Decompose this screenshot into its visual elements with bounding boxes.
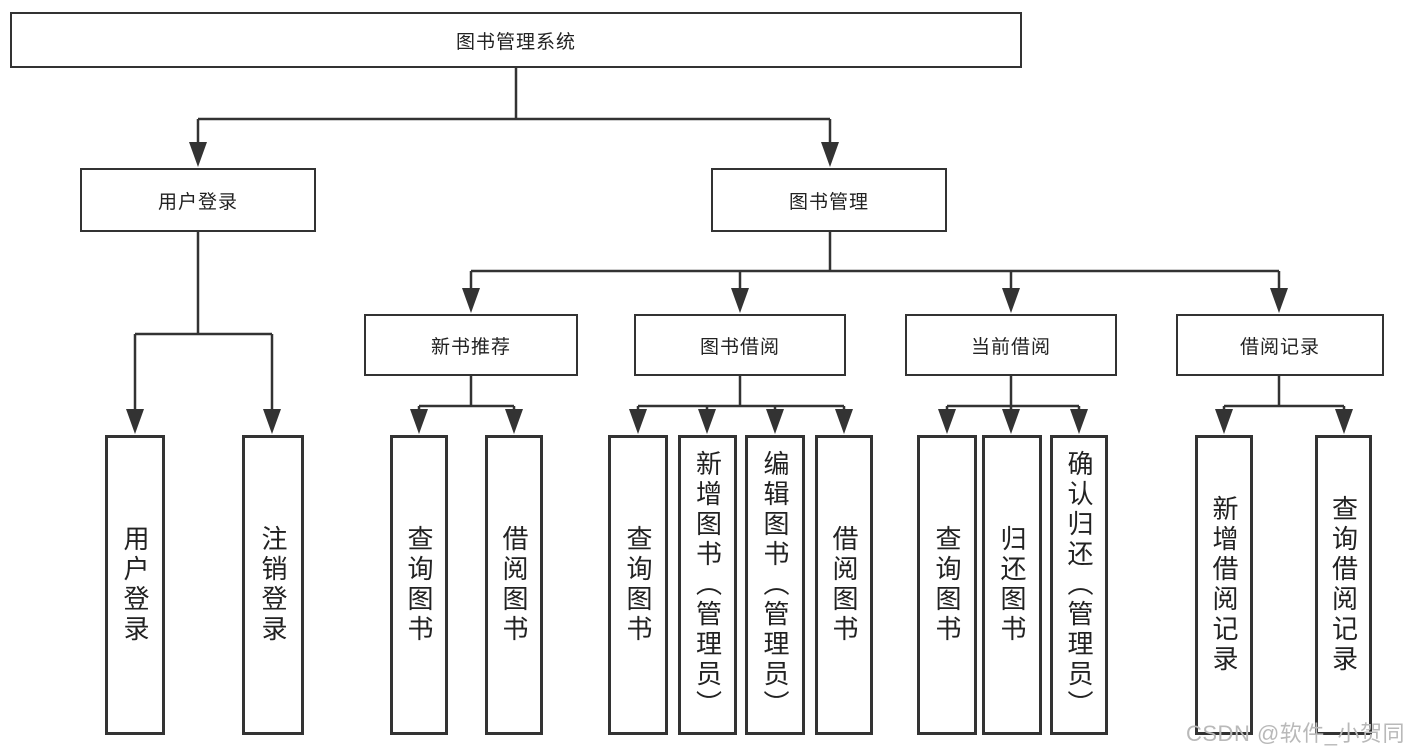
node-current-borrow: 当前借阅 bbox=[905, 314, 1117, 376]
leaf-label: 查询图书 bbox=[932, 525, 962, 645]
arrowhead bbox=[1215, 409, 1233, 434]
leaf-edit-books-admin: 编辑图书（管理员） bbox=[745, 435, 805, 735]
leaf-label: 确认归还（管理员） bbox=[1064, 450, 1094, 720]
leaf-label: 借阅图书 bbox=[829, 525, 859, 645]
leaf-label: 新增图书（管理员） bbox=[692, 450, 723, 720]
node-book-management: 图书管理 bbox=[711, 168, 947, 232]
node-book-borrow: 图书借阅 bbox=[634, 314, 846, 376]
leaf-label: 新增借阅记录 bbox=[1209, 495, 1239, 675]
node-borrow-record: 借阅记录 bbox=[1176, 314, 1384, 376]
leaf-query-books-current: 查询图书 bbox=[917, 435, 977, 735]
arrowhead bbox=[731, 288, 749, 313]
arrowhead bbox=[1002, 288, 1020, 313]
arrowhead bbox=[766, 409, 784, 434]
leaf-borrow-books: 借阅图书 bbox=[815, 435, 873, 735]
node-label: 当前借阅 bbox=[970, 336, 1051, 358]
arrowhead bbox=[1002, 409, 1020, 434]
node-label: 图书借阅 bbox=[699, 336, 780, 358]
node-label: 图书管理系统 bbox=[455, 31, 576, 53]
leaf-return-books: 归还图书 bbox=[982, 435, 1042, 735]
node-label: 图书管理 bbox=[788, 191, 869, 213]
leaf-label: 注销登录 bbox=[258, 525, 288, 645]
leaf-label: 查询图书 bbox=[404, 525, 434, 645]
leaf-user-login: 用户登录 bbox=[105, 435, 165, 735]
arrowhead bbox=[821, 142, 839, 167]
edge-record-split bbox=[1222, 376, 1346, 414]
edge-mgmt-split bbox=[469, 232, 1281, 293]
arrowhead bbox=[1335, 409, 1353, 434]
arrowhead bbox=[462, 288, 480, 313]
node-new-book-recommend: 新书推荐 bbox=[364, 314, 578, 376]
edge-user-split bbox=[133, 232, 274, 414]
leaf-confirm-return-admin: 确认归还（管理员） bbox=[1050, 435, 1108, 735]
leaf-label: 查询借阅记录 bbox=[1328, 495, 1359, 675]
leaf-query-books-recommend: 查询图书 bbox=[390, 435, 448, 735]
arrowhead bbox=[263, 409, 281, 434]
leaf-label: 借阅图书 bbox=[499, 525, 529, 645]
leaf-add-books-admin: 新增图书（管理员） bbox=[678, 435, 737, 735]
arrowhead bbox=[1070, 409, 1088, 434]
edge-current-split bbox=[945, 376, 1081, 414]
leaf-query-books-borrow: 查询图书 bbox=[608, 435, 668, 735]
leaf-query-borrow-record: 查询借阅记录 bbox=[1315, 435, 1372, 735]
edge-borrow-split bbox=[636, 376, 846, 414]
arrowhead bbox=[126, 409, 144, 434]
leaf-label: 归还图书 bbox=[997, 525, 1027, 645]
arrowhead bbox=[698, 409, 716, 434]
leaf-logout: 注销登录 bbox=[242, 435, 304, 735]
csdn-watermark: CSDN @软件_小贺同学 bbox=[1186, 721, 1405, 746]
edge-new-split bbox=[417, 376, 516, 414]
node-library-system: 图书管理系统 bbox=[10, 12, 1022, 68]
edge-root-split bbox=[196, 68, 832, 147]
leaf-label: 用户登录 bbox=[120, 525, 150, 645]
arrowheads bbox=[126, 142, 1353, 434]
leaf-add-borrow-record: 新增借阅记录 bbox=[1195, 435, 1253, 735]
arrowhead bbox=[1270, 288, 1288, 313]
node-label: 用户登录 bbox=[157, 191, 238, 213]
arrowhead bbox=[505, 409, 523, 434]
node-user-login: 用户登录 bbox=[80, 168, 316, 232]
node-label: 借阅记录 bbox=[1239, 336, 1320, 358]
leaf-label: 编辑图书（管理员） bbox=[760, 450, 790, 720]
leaf-label: 查询图书 bbox=[623, 525, 653, 645]
node-label: 新书推荐 bbox=[430, 336, 511, 358]
leaf-borrow-books-recommend: 借阅图书 bbox=[485, 435, 543, 735]
arrowhead bbox=[189, 142, 207, 167]
arrowhead bbox=[629, 409, 647, 434]
arrowhead bbox=[410, 409, 428, 434]
arrowhead bbox=[938, 409, 956, 434]
arrowhead bbox=[835, 409, 853, 434]
